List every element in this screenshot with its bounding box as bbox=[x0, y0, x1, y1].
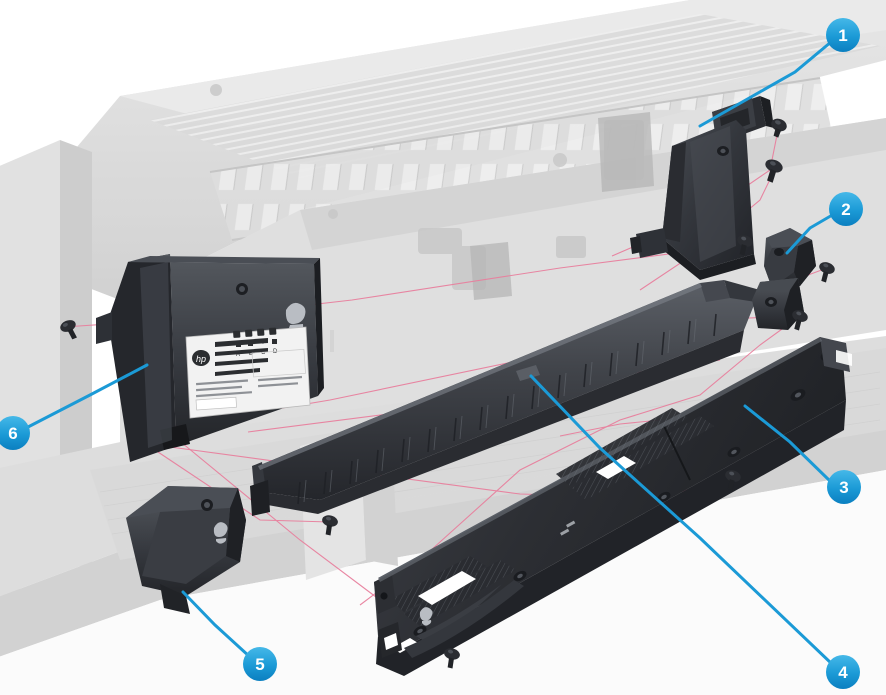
leader-5 bbox=[181, 590, 252, 659]
screw bbox=[792, 310, 808, 331]
svg-text:B: B bbox=[249, 351, 253, 357]
svg-text:hp: hp bbox=[196, 354, 206, 364]
hp-product-label: hp bbox=[185, 326, 311, 419]
svg-text:A: A bbox=[236, 352, 240, 358]
callout-badge-3[interactable]: 3 bbox=[827, 470, 861, 504]
part-left-electronics-cover: hp bbox=[96, 254, 334, 462]
part-ribbed-roll-cover bbox=[250, 280, 760, 516]
screw bbox=[60, 320, 77, 340]
leader-1 bbox=[698, 40, 833, 128]
svg-text:C: C bbox=[261, 350, 266, 356]
svg-text:D: D bbox=[273, 349, 278, 355]
screw bbox=[771, 118, 787, 138]
part-right-end-cover-bracket bbox=[630, 96, 774, 280]
callout-badge-5[interactable]: 5 bbox=[243, 647, 277, 681]
screw-group bbox=[60, 118, 835, 669]
part-lower-vented-beam-cover bbox=[374, 337, 852, 676]
screw bbox=[322, 515, 338, 536]
callout-leader-lines bbox=[26, 40, 836, 666]
callout-badge-6[interactable]: 6 bbox=[0, 416, 30, 450]
leader-2 bbox=[785, 212, 836, 255]
screw bbox=[765, 159, 783, 183]
push-point-icon bbox=[419, 607, 433, 626]
push-point-icon bbox=[213, 522, 228, 544]
screw bbox=[819, 262, 835, 283]
part-small-corner-cap bbox=[126, 486, 246, 614]
screw bbox=[737, 235, 753, 256]
leader-3 bbox=[743, 404, 832, 483]
callout-badge-4[interactable]: 4 bbox=[826, 655, 860, 689]
callout-badge-1[interactable]: 1 bbox=[826, 18, 860, 52]
screw bbox=[444, 648, 460, 669]
screw bbox=[725, 470, 741, 491]
callout-badge-2[interactable]: 2 bbox=[829, 192, 863, 226]
leader-6 bbox=[26, 363, 149, 429]
leader-4 bbox=[529, 374, 834, 666]
